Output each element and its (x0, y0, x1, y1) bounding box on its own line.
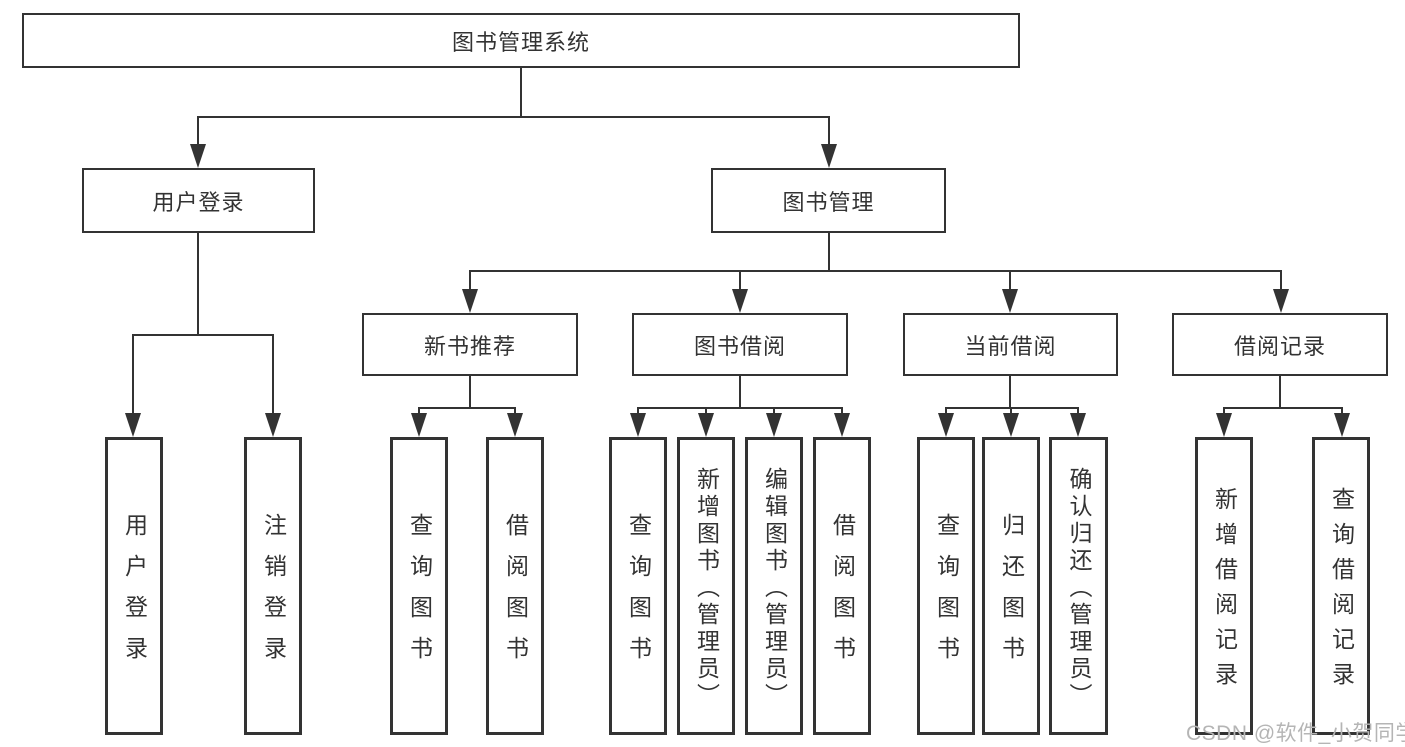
connector-line (1010, 407, 1012, 416)
leaf-query-books-2: 查询图书 (609, 437, 667, 735)
connector-line (469, 270, 471, 292)
arrowhead (938, 413, 954, 437)
connector-line (828, 116, 830, 148)
arrowhead (265, 413, 281, 437)
arrowhead (821, 144, 837, 168)
connector-line (637, 407, 843, 409)
node-new-book-recommend: 新书推荐 (362, 313, 578, 376)
arrowhead (698, 413, 714, 437)
node-new-book-recommend-label: 新书推荐 (423, 333, 516, 359)
arrowhead (732, 289, 748, 313)
leaf-confirm-return-admin: 确认归还（管理员） (1049, 437, 1108, 735)
arrowhead (125, 413, 141, 437)
arrowhead (630, 413, 646, 437)
arrowhead (507, 413, 523, 437)
connector-line (132, 334, 274, 336)
leaf-confirm-return-admin-label: 确认归还（管理员） (1066, 466, 1092, 710)
connector-line (945, 407, 947, 416)
leaf-edit-books-admin: 编辑图书（管理员） (745, 437, 803, 735)
arrowhead (1273, 289, 1289, 313)
leaf-user-login: 用户登录 (105, 437, 163, 735)
leaf-borrow-books-2: 借阅图书 (813, 437, 871, 735)
connector-line (418, 407, 420, 416)
connector-line (945, 407, 1079, 409)
leaf-edit-books-admin-label: 编辑图书（管理员） (761, 466, 788, 710)
connector-line (1009, 376, 1011, 409)
node-borrow-records-label: 借阅记录 (1233, 333, 1326, 359)
connector-line (1279, 376, 1281, 409)
connector-line (739, 270, 741, 292)
node-current-borrow: 当前借阅 (903, 313, 1118, 376)
node-root: 图书管理系统 (22, 13, 1020, 68)
arrowhead (834, 413, 850, 437)
arrowhead (190, 144, 206, 168)
connector-line (514, 407, 516, 416)
leaf-query-books-1-label: 查询图书 (406, 513, 433, 677)
arrowhead (1003, 413, 1019, 437)
leaf-query-books-1: 查询图书 (390, 437, 448, 735)
connector-line (469, 270, 1282, 272)
arrowhead (766, 413, 782, 437)
leaf-user-login-label: 用户登录 (121, 513, 148, 677)
connector-line (1341, 407, 1343, 416)
leaf-query-borrow-record: 查询借阅记录 (1312, 437, 1370, 735)
node-book-management: 图书管理 (711, 168, 946, 233)
connector-line (132, 334, 134, 416)
node-book-management-label: 图书管理 (782, 189, 875, 215)
leaf-query-books-2-label: 查询图书 (625, 513, 652, 677)
leaf-add-borrow-record-label: 新增借阅记录 (1211, 487, 1238, 697)
connector-line (469, 376, 471, 409)
node-root-label: 图书管理系统 (451, 29, 590, 55)
arrowhead (1002, 289, 1018, 313)
connector-line (197, 233, 199, 336)
node-book-borrow: 图书借阅 (632, 313, 848, 376)
connector-line (1280, 270, 1282, 292)
leaf-query-books-3: 查询图书 (917, 437, 975, 735)
leaf-logout: 注销登录 (244, 437, 302, 735)
connector-line (1077, 407, 1079, 416)
connector-line (520, 68, 522, 118)
csdn-watermark: CSDN @软件_小贺同学 (1186, 722, 1405, 745)
arrowhead (462, 289, 478, 313)
leaf-return-books-label: 归还图书 (998, 513, 1025, 677)
connector-line (197, 116, 830, 118)
leaf-add-books-admin-label: 新增图书（管理员） (693, 466, 720, 710)
connector-line (739, 376, 741, 409)
arrowhead (1216, 413, 1232, 437)
connector-line (418, 407, 516, 409)
leaf-borrow-books-1-label: 借阅图书 (502, 513, 529, 677)
node-user-login-label: 用户登录 (152, 189, 245, 215)
connector-line (637, 407, 639, 416)
leaf-add-books-admin: 新增图书（管理员） (677, 437, 735, 735)
connector-line (197, 116, 199, 148)
leaf-query-borrow-record-label: 查询借阅记录 (1328, 487, 1355, 697)
connector-line (773, 407, 775, 416)
arrowhead (1334, 413, 1350, 437)
arrowhead (411, 413, 427, 437)
connector-line (705, 407, 707, 416)
leaf-borrow-books-2-label: 借阅图书 (829, 513, 856, 677)
connector-line (841, 407, 843, 416)
connector-line (1223, 407, 1225, 416)
leaf-borrow-books-1: 借阅图书 (486, 437, 544, 735)
node-user-login: 用户登录 (82, 168, 315, 233)
connector-line (828, 233, 830, 272)
connector-line (1223, 407, 1343, 409)
node-current-borrow-label: 当前借阅 (964, 333, 1057, 359)
arrowhead (1070, 413, 1086, 437)
connector-line (272, 334, 274, 416)
leaf-add-borrow-record: 新增借阅记录 (1195, 437, 1253, 735)
connector-line (1009, 270, 1011, 292)
node-book-borrow-label: 图书借阅 (693, 333, 786, 359)
leaf-return-books: 归还图书 (982, 437, 1040, 735)
leaf-query-books-3-label: 查询图书 (933, 513, 960, 677)
node-borrow-records: 借阅记录 (1172, 313, 1388, 376)
leaf-logout-label: 注销登录 (260, 513, 287, 677)
